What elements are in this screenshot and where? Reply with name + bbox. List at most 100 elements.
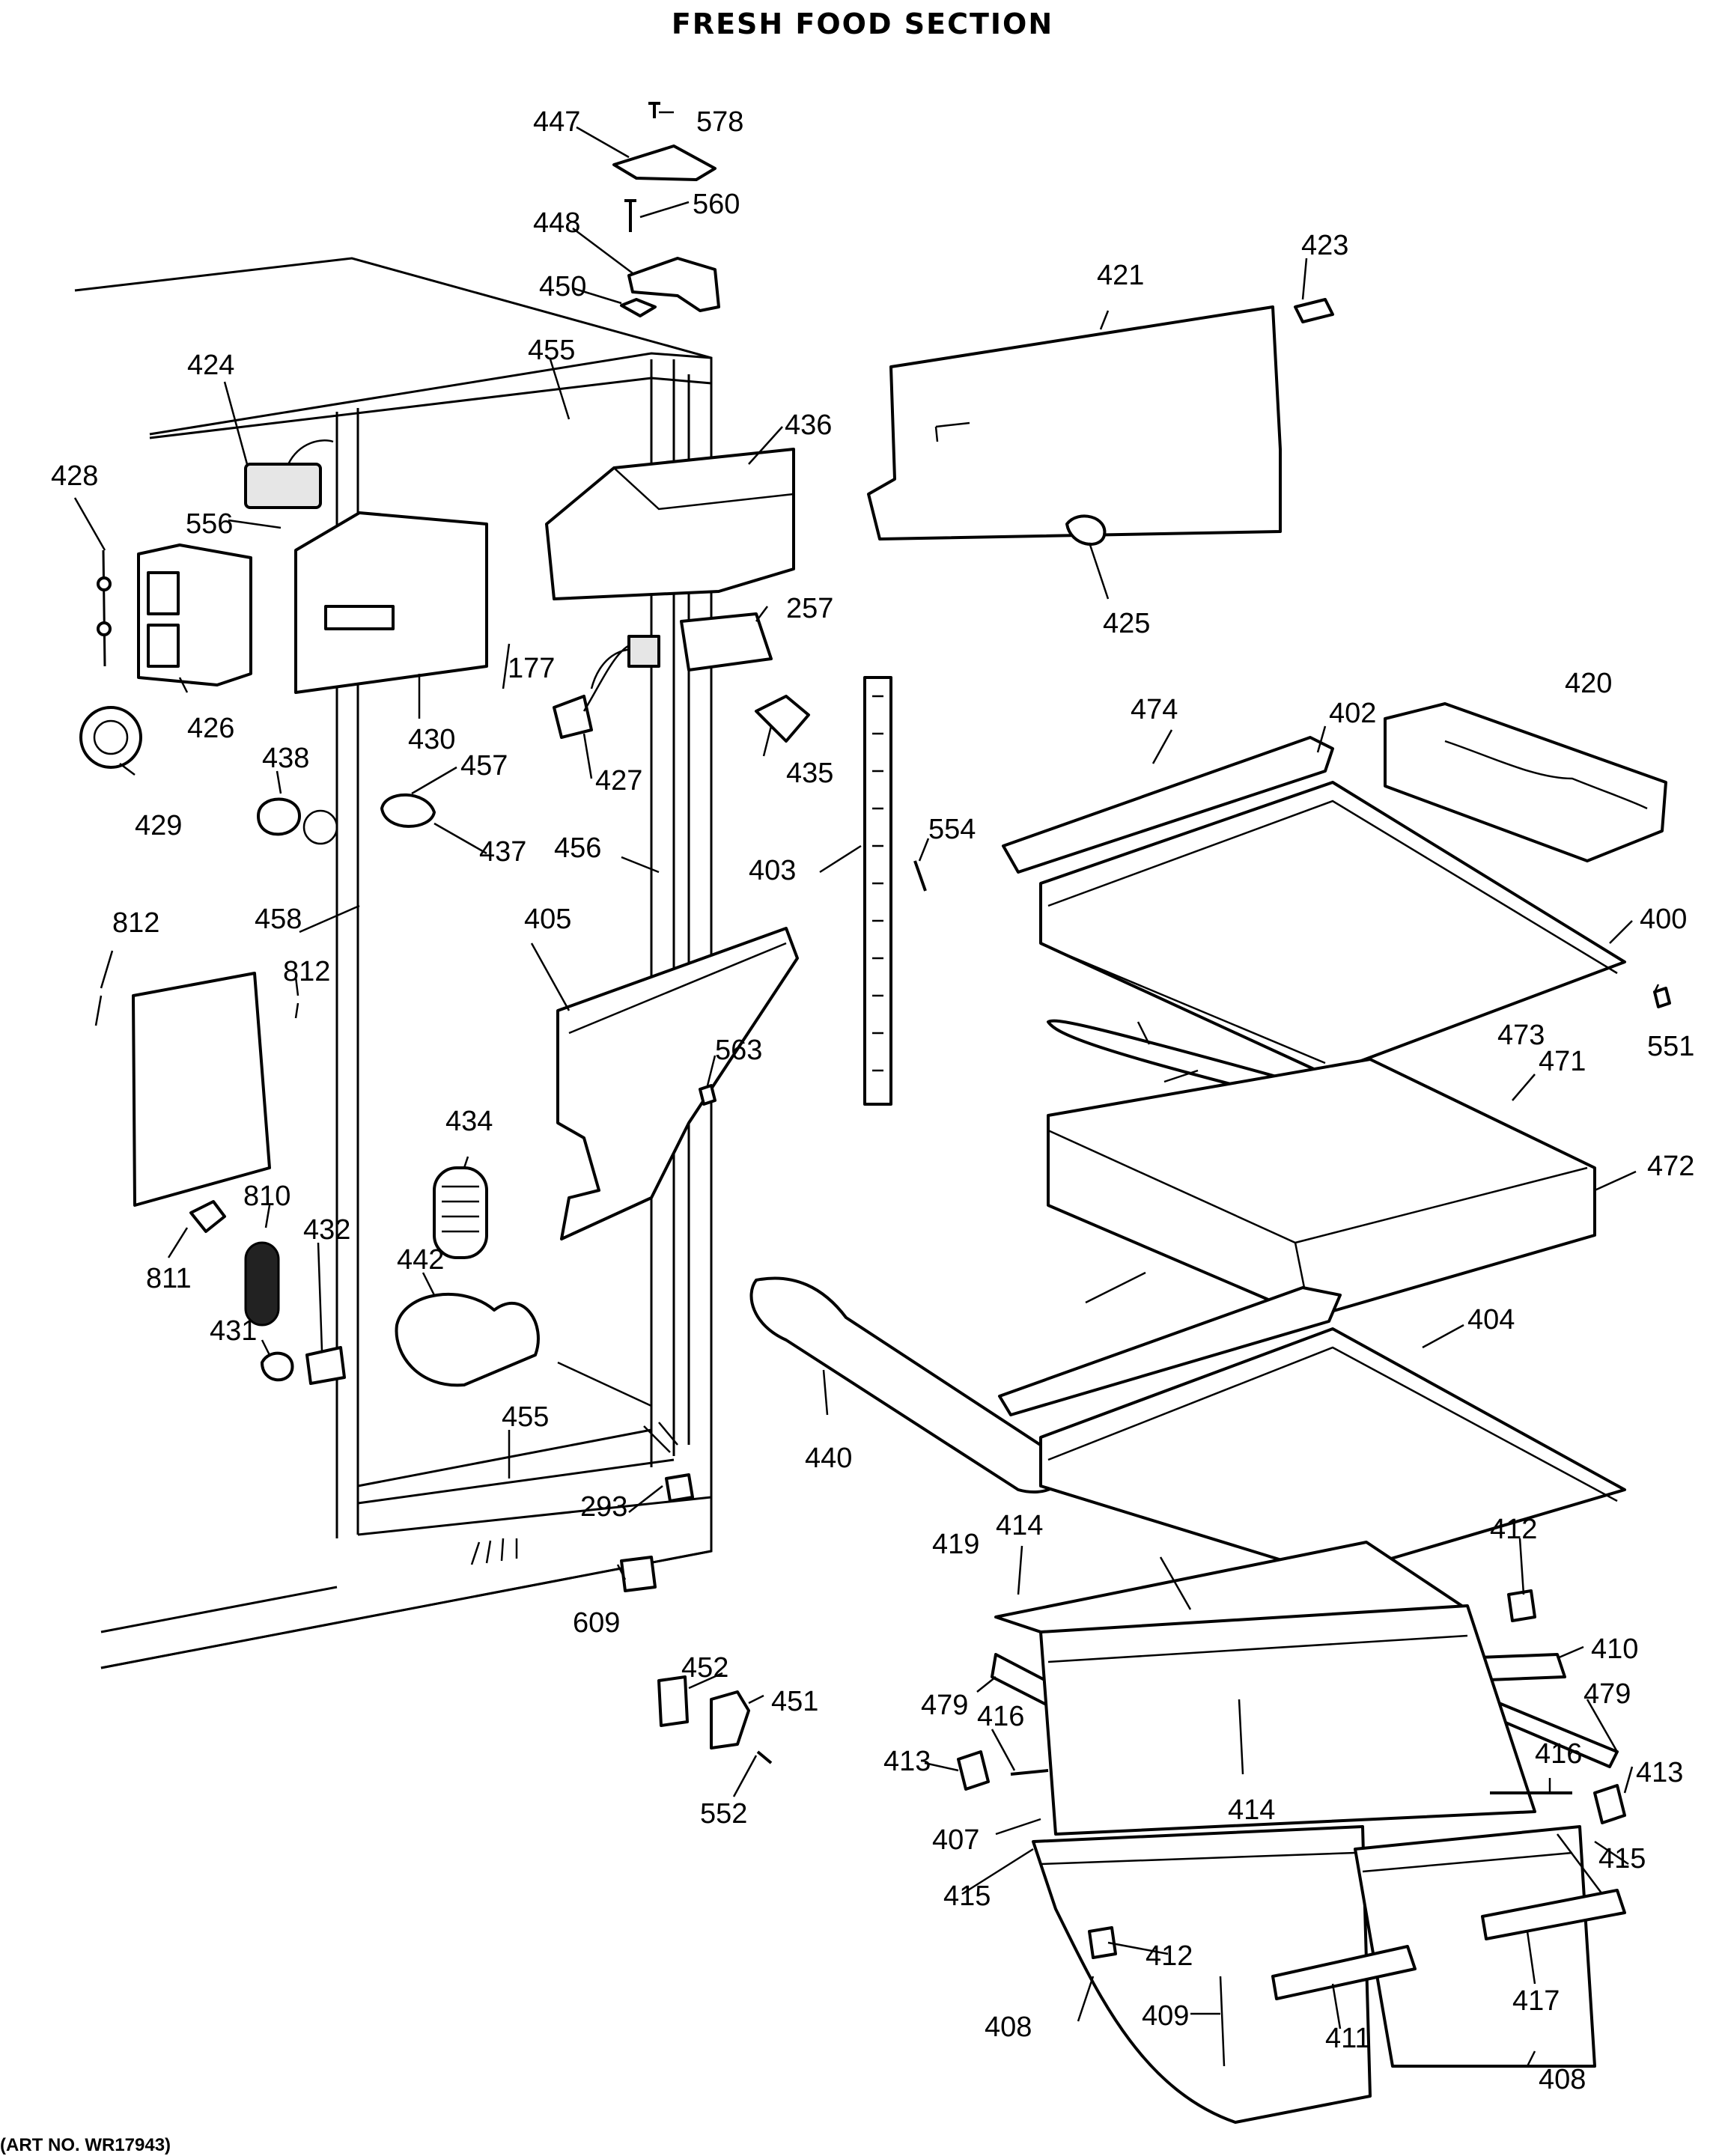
clip-412-right	[1507, 1589, 1536, 1622]
callout: 447	[533, 106, 580, 138]
callout: 448	[533, 207, 580, 239]
shelf-bracket-405	[556, 927, 799, 1240]
callout: 556	[186, 508, 233, 540]
shelf-rail-402-lower	[998, 1286, 1342, 1416]
callout: 423	[1301, 230, 1348, 261]
shelf-rail-474	[1002, 736, 1334, 874]
callout: 457	[460, 750, 508, 782]
wire-harness-427	[553, 695, 593, 739]
drawer-472	[1047, 1058, 1596, 1319]
callout: 400	[1640, 904, 1687, 935]
support-413-right	[1593, 1784, 1626, 1824]
switch-609	[620, 1556, 657, 1592]
callout: 421	[1097, 260, 1144, 291]
callout: 407	[932, 1824, 979, 1856]
handle-411	[1271, 1945, 1417, 2000]
callout: 812	[112, 907, 159, 939]
callout: 438	[262, 743, 309, 774]
thermostat-424	[244, 463, 322, 509]
callout: 414	[996, 1510, 1043, 1541]
callout: 551	[1647, 1031, 1694, 1062]
callout: 293	[580, 1491, 627, 1523]
shim-450	[620, 298, 657, 317]
callout: 474	[1131, 694, 1178, 725]
rod-428	[102, 549, 106, 667]
crisper-drawer-408-left	[1032, 1825, 1372, 2124]
callout: 552	[700, 1798, 747, 1830]
leader-lines	[73, 111, 1660, 2067]
callout: 428	[51, 460, 98, 492]
callout: 450	[539, 271, 586, 302]
top-hinge-assembly	[612, 102, 720, 317]
control-parts-left	[79, 439, 694, 1592]
hinge-448	[627, 257, 720, 312]
callout: 414	[1228, 1794, 1275, 1826]
callout: 413	[883, 1746, 931, 1777]
callout: 419	[932, 1529, 979, 1560]
handle-417	[1481, 1889, 1626, 1940]
screw-552	[756, 1750, 773, 1764]
crisper-drawer-408-right	[1354, 1825, 1596, 2068]
grille-434	[433, 1166, 488, 1259]
callout: 411	[1325, 2023, 1371, 2054]
motor-442	[395, 1293, 540, 1387]
switch-293	[665, 1473, 694, 1502]
callout: 412	[1146, 1940, 1193, 1972]
screw-560	[624, 199, 636, 232]
callout: 455	[528, 335, 575, 366]
callout: 417	[1512, 1985, 1560, 2017]
button-425	[1065, 514, 1107, 546]
callout: 415	[943, 1881, 991, 1912]
callout: 455	[502, 1401, 549, 1433]
callout: 408	[985, 2012, 1032, 2043]
callout: 578	[696, 106, 743, 138]
screw-554	[913, 860, 927, 892]
callout: 429	[135, 810, 182, 841]
callout: 413	[1636, 1757, 1683, 1788]
callout: 431	[210, 1315, 257, 1347]
callout: 408	[1539, 2064, 1586, 2095]
clip-811	[189, 1200, 226, 1233]
panel-810	[132, 972, 271, 1207]
timer-257	[680, 612, 773, 672]
socket-437	[380, 793, 436, 828]
callout: 451	[771, 1686, 818, 1717]
callout: 436	[785, 409, 832, 441]
pan-407	[1039, 1604, 1536, 1836]
knob-429	[79, 706, 142, 769]
callout: 442	[397, 1244, 444, 1276]
callout: 430	[408, 724, 455, 755]
callout: 402	[1329, 698, 1376, 729]
hinge-cover-447	[612, 144, 717, 181]
callout: 473	[1497, 1020, 1545, 1051]
callout: 458	[255, 904, 302, 935]
callout: 432	[303, 1214, 350, 1246]
screw-578	[648, 102, 660, 118]
callout: 563	[715, 1035, 762, 1066]
callout: 435	[786, 758, 833, 789]
callout: 426	[187, 713, 234, 744]
center-parts	[545, 448, 1066, 1764]
support-413-left	[957, 1750, 990, 1791]
callout: 479	[1583, 1678, 1631, 1710]
callout: 416	[1535, 1738, 1582, 1770]
diagram-title: FRESH FOOD SECTION	[671, 7, 1054, 40]
callout: 452	[681, 1652, 728, 1684]
callout: 257	[786, 593, 833, 624]
crisper-tray-420	[1384, 702, 1667, 862]
callout: 403	[749, 855, 796, 886]
screw-551	[1653, 987, 1671, 1008]
callout: 412	[1490, 1514, 1537, 1545]
lens-432-opening	[244, 1241, 280, 1327]
callout: 471	[1539, 1046, 1586, 1077]
callout: 812	[283, 956, 330, 987]
callout: 554	[928, 814, 976, 845]
callout: 424	[187, 350, 234, 381]
sleeve-432	[305, 1346, 346, 1385]
callout: 472	[1647, 1151, 1694, 1182]
callout: 427	[595, 765, 642, 797]
callout: 410	[1591, 1633, 1638, 1665]
callout: 437	[479, 836, 526, 868]
hinge-plate-452	[657, 1675, 689, 1727]
